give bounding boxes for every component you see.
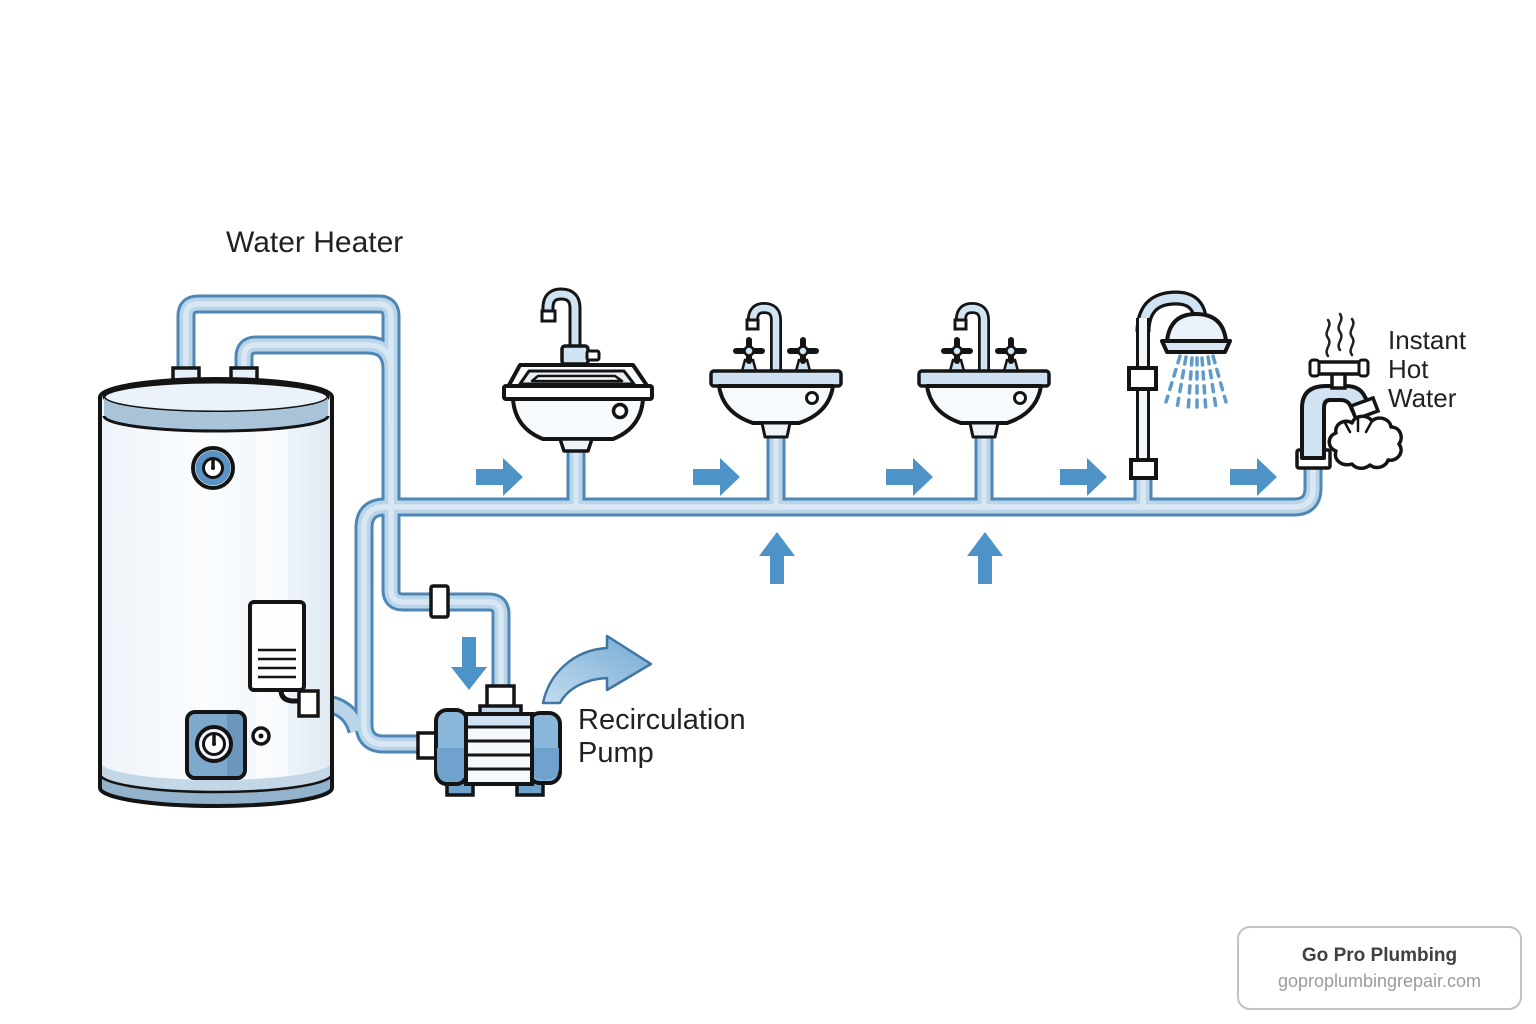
brand-name: Go Pro Plumbing (1301, 945, 1458, 967)
pilot-light (251, 726, 271, 746)
hot-water-faucet-icon (1300, 312, 1403, 470)
drain-valve-port (297, 689, 320, 718)
flow-arrow-up-icon (967, 532, 1003, 584)
recirculation-pump-icon (416, 684, 562, 797)
flow-arrow-right-icon (693, 458, 740, 496)
bathroom-sink-2-icon (919, 308, 1049, 437)
brand-domain: goproplumbingrepair.com (1277, 970, 1482, 991)
flow-arrow-right-icon (476, 458, 523, 496)
brand-badge: Go Pro Plumbing goproplumbingrepair.com (1237, 926, 1522, 1010)
thermostat-dial (185, 710, 247, 780)
flow-arrow-down-icon (451, 637, 487, 690)
water-heater-label: Water Heater (226, 226, 403, 259)
bathroom-sink-1-icon (709, 301, 843, 439)
shower-pipe-coupling (1129, 458, 1158, 480)
shower-rail-bracket (1127, 366, 1158, 391)
pump-label-line2: Pump (578, 737, 654, 769)
temperature-gauge-icon (191, 446, 235, 490)
shower-spray (1164, 354, 1228, 416)
water-heater-icon (98, 366, 334, 808)
flow-arrow-up-icon (759, 532, 795, 584)
shower-icon (1127, 290, 1232, 480)
steam-icon (1325, 312, 1355, 358)
flow-arrow-right-icon (1230, 458, 1277, 496)
instant-hot-water-label-line1: Instant (1388, 325, 1467, 355)
steam-cloud-icon (1327, 414, 1403, 470)
faucet-handle (1312, 360, 1366, 376)
circulation-swoosh-icon (541, 634, 653, 705)
kitchen-sink-icon (502, 287, 654, 453)
faucet-spout-tip (1348, 395, 1381, 422)
pump-label-line1: Recirculation (578, 704, 746, 736)
flow-arrow-right-icon (1060, 458, 1107, 496)
pipe-coupling-icon (429, 584, 450, 619)
flow-arrows (451, 458, 1277, 690)
flow-arrow-right-icon (886, 458, 933, 496)
instant-hot-water-label-line2: Hot (1388, 354, 1429, 384)
instant-hot-water-label-line3: Water (1388, 383, 1457, 413)
control-panel (248, 600, 320, 718)
pipe-network (176, 294, 1323, 754)
